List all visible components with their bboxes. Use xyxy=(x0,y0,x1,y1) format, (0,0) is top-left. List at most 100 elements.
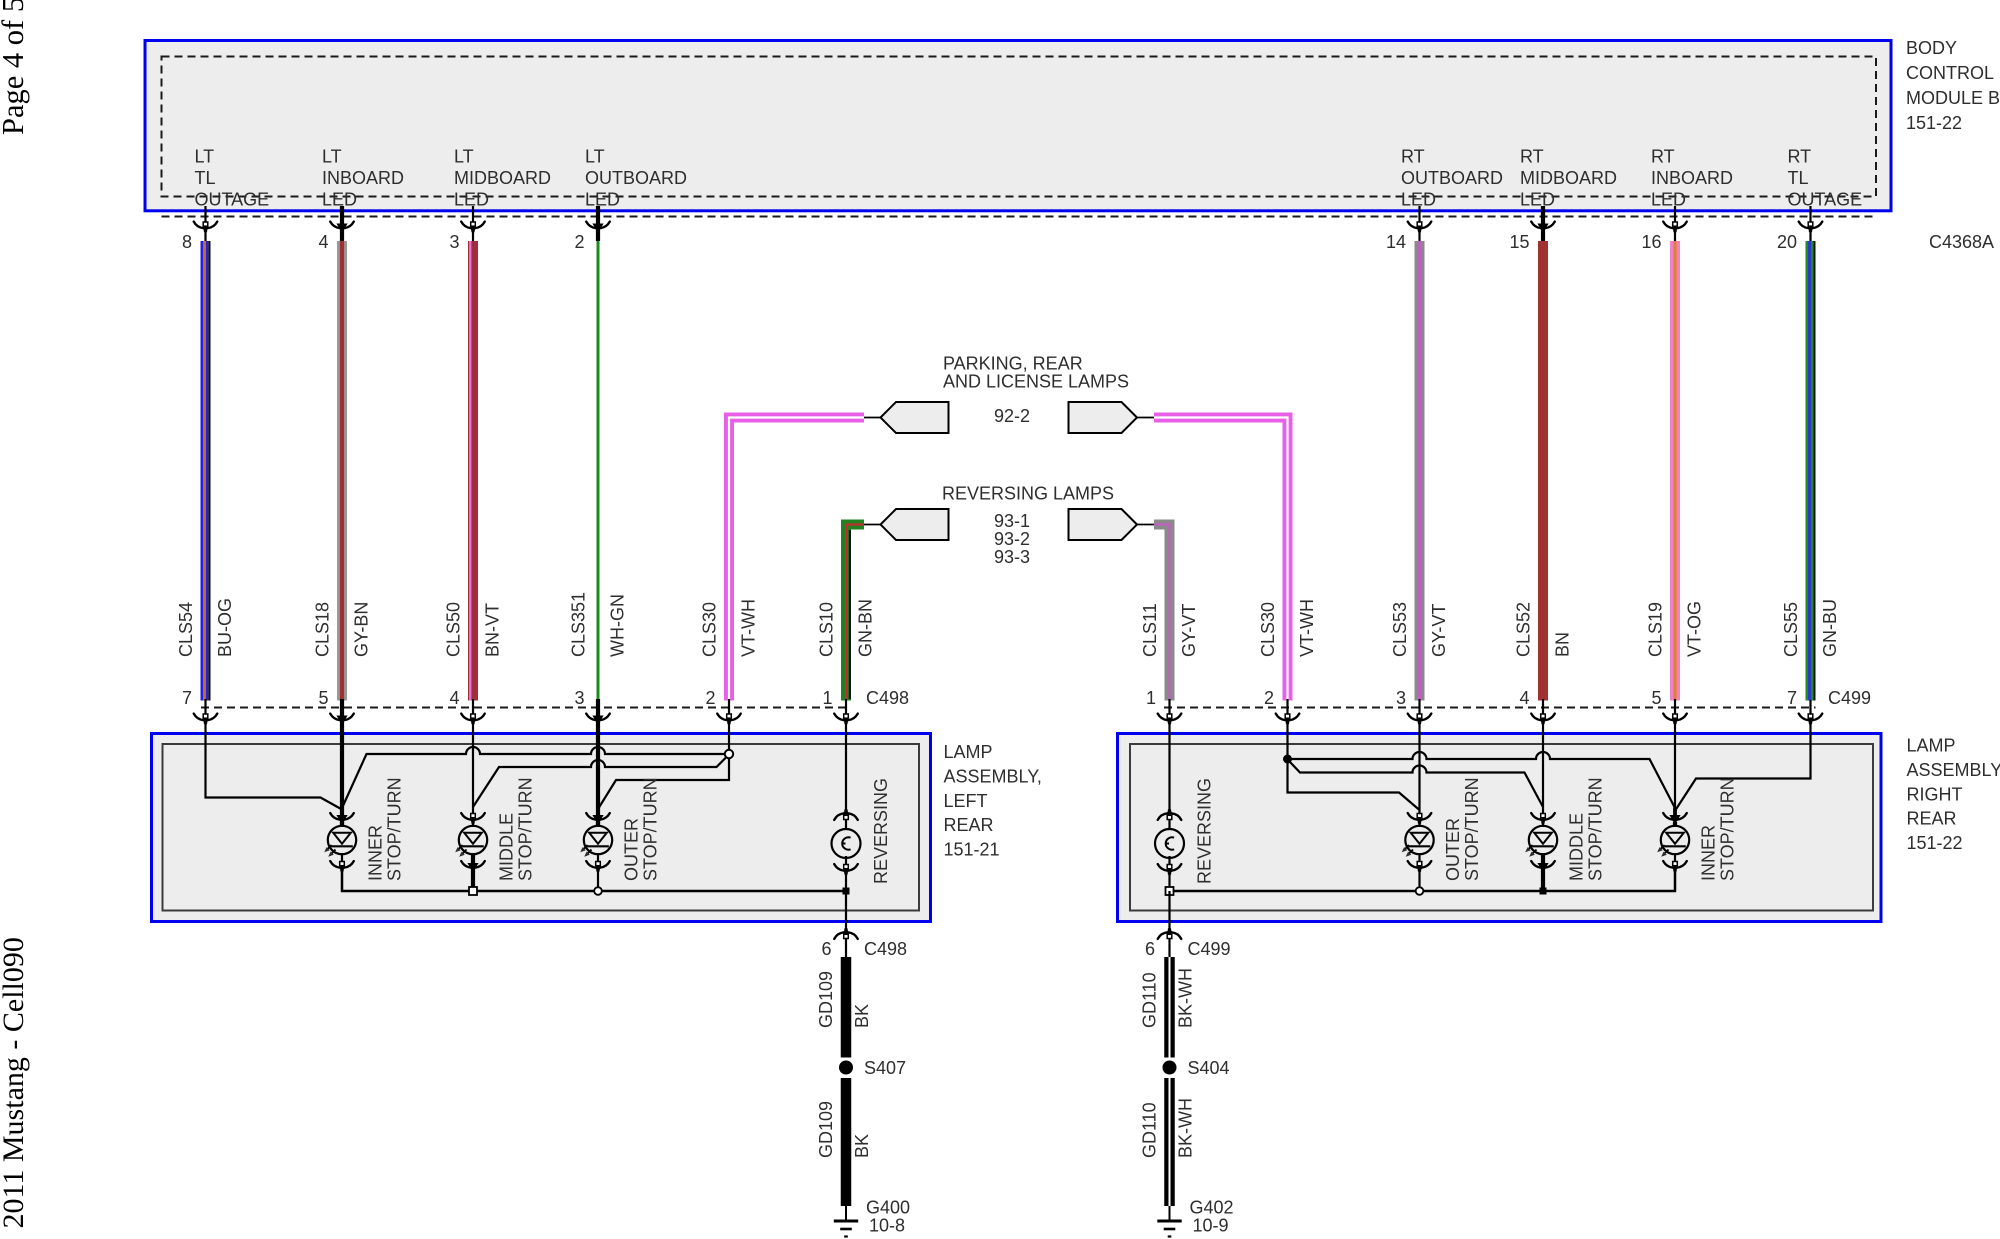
svg-text:STOP/TURN: STOP/TURN xyxy=(641,777,661,881)
svg-text:STOP/TURN: STOP/TURN xyxy=(385,777,405,881)
svg-text:4: 4 xyxy=(318,232,328,252)
svg-text:GD109: GD109 xyxy=(816,971,836,1028)
svg-text:C499: C499 xyxy=(1828,688,1871,708)
svg-text:LEFT: LEFT xyxy=(944,791,988,811)
svg-text:OUTAGE: OUTAGE xyxy=(1788,189,1863,209)
svg-text:LED: LED xyxy=(1520,189,1555,209)
svg-text:Page 4 of 5: Page 4 of 5 xyxy=(0,0,30,135)
svg-text:151-21: 151-21 xyxy=(944,840,1000,860)
svg-text:RT: RT xyxy=(1651,147,1675,167)
svg-text:10-8: 10-8 xyxy=(869,1216,905,1236)
svg-text:LT: LT xyxy=(454,147,474,167)
svg-text:93-3: 93-3 xyxy=(994,547,1030,567)
svg-text:7: 7 xyxy=(182,688,192,708)
svg-text:GY-BN: GY-BN xyxy=(352,602,372,657)
svg-text:1: 1 xyxy=(1146,688,1156,708)
svg-text:1: 1 xyxy=(822,688,832,708)
svg-text:G402: G402 xyxy=(1190,1198,1234,1218)
svg-text:2: 2 xyxy=(1264,688,1274,708)
svg-text:REVERSING: REVERSING xyxy=(1195,778,1215,884)
svg-text:MIDDLE: MIDDLE xyxy=(1567,813,1587,881)
svg-text:REAR: REAR xyxy=(1907,809,1957,829)
svg-text:STOP/TURN: STOP/TURN xyxy=(1718,777,1738,881)
svg-text:BU-OG: BU-OG xyxy=(215,598,235,657)
svg-text:TL: TL xyxy=(195,168,216,188)
svg-text:LT: LT xyxy=(585,147,605,167)
svg-text:GY-VT: GY-VT xyxy=(1179,604,1199,657)
svg-text:C499: C499 xyxy=(1188,939,1231,959)
svg-text:6: 6 xyxy=(821,939,831,959)
svg-text:5: 5 xyxy=(1651,688,1661,708)
svg-text:RT: RT xyxy=(1401,147,1425,167)
svg-text:CLS19: CLS19 xyxy=(1646,602,1666,657)
svg-text:STOP/TURN: STOP/TURN xyxy=(1586,777,1606,881)
svg-text:OUTAGE: OUTAGE xyxy=(195,189,270,209)
svg-text:MIDDLE: MIDDLE xyxy=(497,813,517,881)
svg-text:5: 5 xyxy=(318,688,328,708)
svg-text:CLS18: CLS18 xyxy=(313,602,333,657)
svg-text:GD110: GD110 xyxy=(1140,972,1160,1028)
svg-text:WH-GN: WH-GN xyxy=(608,594,628,657)
svg-text:20: 20 xyxy=(1777,232,1797,252)
svg-text:C498: C498 xyxy=(866,688,909,708)
svg-text:3: 3 xyxy=(574,688,584,708)
svg-text:S404: S404 xyxy=(1188,1058,1230,1078)
svg-text:INBOARD: INBOARD xyxy=(322,168,404,188)
svg-text:REVERSING LAMPS: REVERSING LAMPS xyxy=(942,484,1114,504)
svg-text:VT-WH: VT-WH xyxy=(1297,599,1317,657)
svg-text:6: 6 xyxy=(1145,939,1155,959)
svg-text:CLS351: CLS351 xyxy=(569,592,589,657)
svg-text:2: 2 xyxy=(705,688,715,708)
svg-text:BN: BN xyxy=(1553,632,1573,657)
svg-text:PARKING, REAR: PARKING, REAR xyxy=(943,354,1083,374)
svg-text:3: 3 xyxy=(1396,688,1406,708)
svg-text:10-9: 10-9 xyxy=(1193,1216,1229,1236)
svg-text:VT-OG: VT-OG xyxy=(1685,601,1705,657)
svg-text:MIDBOARD: MIDBOARD xyxy=(454,168,551,188)
svg-text:S407: S407 xyxy=(864,1058,906,1078)
svg-text:STOP/TURN: STOP/TURN xyxy=(516,777,536,881)
svg-text:4: 4 xyxy=(449,688,459,708)
svg-text:VT-WH: VT-WH xyxy=(739,599,759,657)
svg-text:LED: LED xyxy=(1651,189,1686,209)
svg-text:92-2: 92-2 xyxy=(994,406,1030,426)
svg-text:CLS30: CLS30 xyxy=(1258,602,1278,657)
svg-text:OUTBOARD: OUTBOARD xyxy=(585,168,687,188)
svg-text:OUTBOARD: OUTBOARD xyxy=(1401,168,1503,188)
svg-text:STOP/TURN: STOP/TURN xyxy=(1462,777,1482,881)
svg-text:OUTER: OUTER xyxy=(1443,818,1463,881)
svg-text:151-22: 151-22 xyxy=(1906,113,1962,133)
svg-text:GY-VT: GY-VT xyxy=(1429,604,1449,657)
svg-text:RIGHT: RIGHT xyxy=(1907,784,1963,804)
svg-text:7: 7 xyxy=(1787,688,1797,708)
svg-text:CLS52: CLS52 xyxy=(1514,602,1534,657)
svg-text:CLS10: CLS10 xyxy=(817,602,837,657)
svg-text:LED: LED xyxy=(585,189,620,209)
svg-text:INNER: INNER xyxy=(366,825,386,881)
svg-text:CLS54: CLS54 xyxy=(176,602,196,657)
svg-text:CLS55: CLS55 xyxy=(1781,602,1801,657)
svg-text:INBOARD: INBOARD xyxy=(1651,168,1733,188)
svg-text:BK-WH: BK-WH xyxy=(1176,1098,1196,1158)
svg-text:CONTROL: CONTROL xyxy=(1906,63,1994,83)
svg-text:2011 Mustang - Cell090: 2011 Mustang - Cell090 xyxy=(0,937,30,1228)
svg-text:REVERSING: REVERSING xyxy=(871,778,891,884)
svg-text:CLS30: CLS30 xyxy=(700,602,720,657)
svg-text:BN-VT: BN-VT xyxy=(483,603,503,657)
svg-text:OUTER: OUTER xyxy=(622,818,642,881)
svg-text:4: 4 xyxy=(1519,688,1529,708)
svg-text:GD109: GD109 xyxy=(816,1101,836,1158)
svg-text:14: 14 xyxy=(1386,232,1406,252)
svg-text:2: 2 xyxy=(574,232,584,252)
svg-text:15: 15 xyxy=(1509,232,1529,252)
svg-text:BK: BK xyxy=(852,1004,872,1028)
svg-text:LED: LED xyxy=(322,189,357,209)
svg-text:MODULE B: MODULE B xyxy=(1906,88,2000,108)
svg-text:LAMP: LAMP xyxy=(944,742,993,762)
svg-text:BODY: BODY xyxy=(1906,38,1957,58)
svg-text:AND LICENSE LAMPS: AND LICENSE LAMPS xyxy=(943,372,1129,392)
svg-text:8: 8 xyxy=(182,232,192,252)
svg-text:BK-WH: BK-WH xyxy=(1176,968,1196,1028)
svg-text:LED: LED xyxy=(454,189,489,209)
svg-text:CLS11: CLS11 xyxy=(1140,603,1160,657)
